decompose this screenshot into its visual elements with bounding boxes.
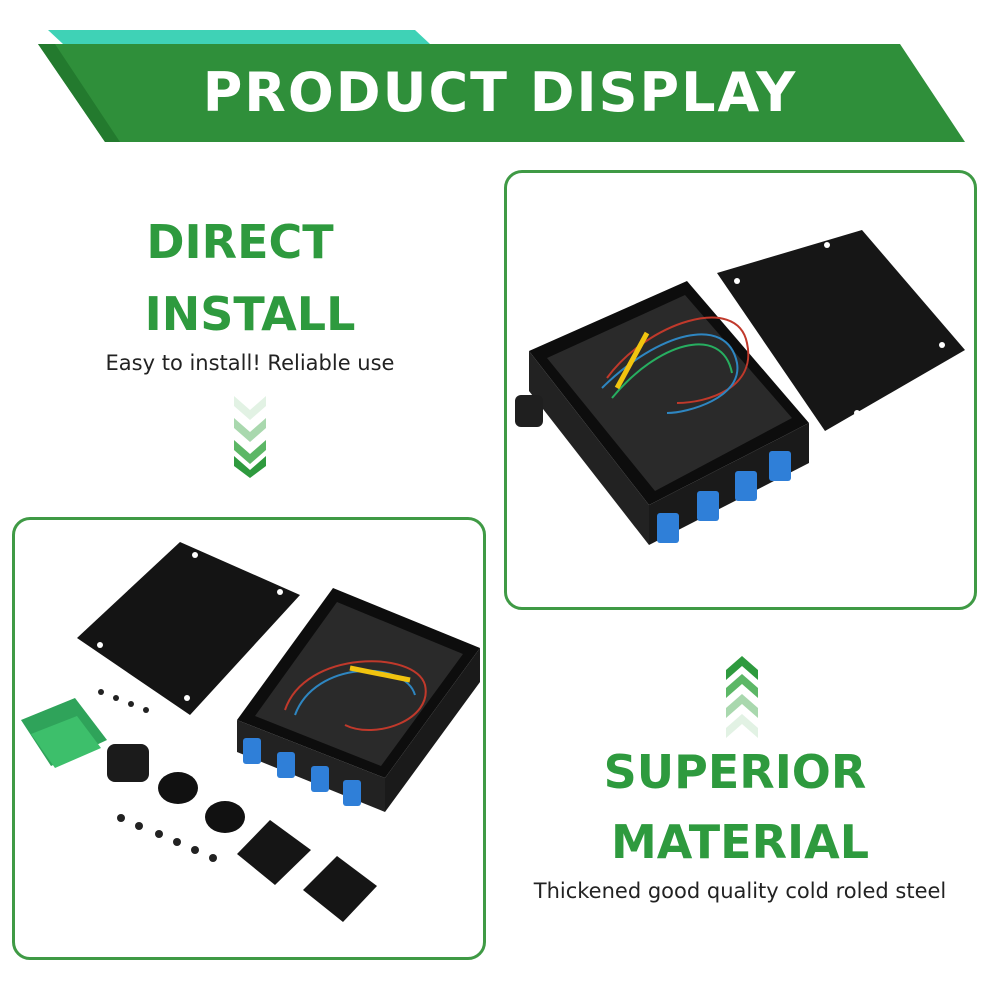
assembled-box-illustration	[515, 230, 965, 545]
direct-install-subtitle: Easy to install! Reliable use	[105, 351, 395, 375]
banner-title: PRODUCT DISPLAY	[202, 61, 798, 124]
superior-material-subtitle: Thickened good quality cold roled steel	[533, 879, 947, 903]
superior-material-heading-line2: MATERIAL	[610, 815, 870, 869]
parts-layout-illustration	[21, 542, 480, 922]
superior-material-heading-line1: SUPERIOR	[603, 745, 867, 799]
chevron-up-icon	[722, 652, 762, 742]
direct-install-heading-line2: INSTALL	[144, 287, 356, 341]
product-photo-parts	[12, 517, 486, 960]
header-banner: PRODUCT DISPLAY	[0, 0, 990, 150]
banner-ribbon	[38, 30, 965, 142]
direct-install-heading-line1: DIRECT	[146, 215, 334, 269]
chevron-down-icon	[230, 392, 270, 478]
product-photo-assembled	[504, 170, 977, 610]
